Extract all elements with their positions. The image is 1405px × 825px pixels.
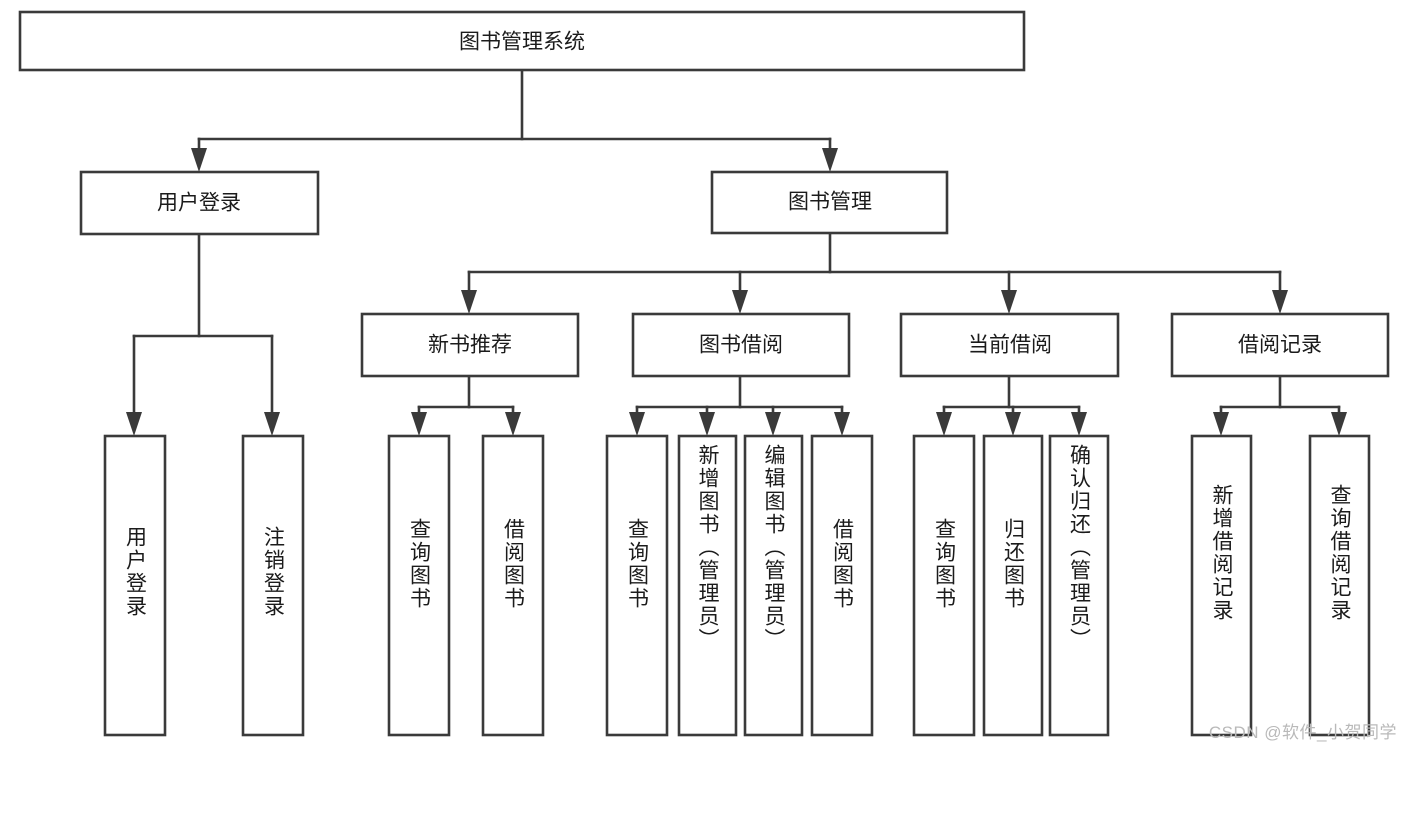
node-book-borrow-label: 图书借阅 — [699, 334, 783, 357]
csdn-watermark: CSDN @软件_小贺同学 — [1208, 723, 1397, 742]
node-current-borrow-label: 当前借阅 — [968, 334, 1052, 357]
leaf-add-book-admin-box[interactable] — [677, 434, 738, 737]
node-current-borrow[interactable]: 当前借阅 — [899, 312, 1120, 378]
arrow-root-to-book-management-icon — [822, 148, 838, 172]
node-user-login[interactable]: 用户登录 — [79, 170, 320, 236]
leaf-query-borrow-record-box[interactable] — [1308, 434, 1371, 737]
node-root[interactable]: 图书管理系统 — [18, 10, 1026, 72]
arrow-borrow-leaf4-icon — [834, 412, 850, 436]
leaf-boxes — [103, 434, 1371, 737]
arrow-borrow-leaf2-icon — [699, 412, 715, 436]
arrow-user-login-leaf2-icon — [264, 412, 280, 436]
arrow-root-to-user-login-icon — [191, 148, 207, 172]
arrow-current-leaf2-icon — [1005, 412, 1021, 436]
leaf-add-borrow-record-box[interactable] — [1190, 434, 1253, 737]
node-user-login-label: 用户登录 — [157, 192, 241, 215]
node-root-box[interactable] — [18, 10, 1026, 72]
arrow-bm-recommend-icon — [461, 290, 477, 314]
edge-group-book-management — [461, 231, 1288, 314]
arrow-recommend-leaf2-icon — [505, 412, 521, 436]
diagram-canvas: 图书管理系统 用户登录 图书管理 新书推荐 图书借阅 当前借阅 借阅记录 — [18, 10, 1397, 742]
edge-group-borrow — [629, 374, 850, 436]
leaf-query-book-recommend-box[interactable] — [387, 434, 451, 737]
arrow-user-login-leaf1-icon — [126, 412, 142, 436]
node-new-book-recommend[interactable]: 新书推荐 — [360, 312, 580, 378]
leaf-borrow-book-recommend-box[interactable] — [481, 434, 545, 737]
edge-group-current — [936, 374, 1087, 436]
arrow-recommend-leaf1-icon — [411, 412, 427, 436]
arrow-borrow-leaf1-icon — [629, 412, 645, 436]
node-borrow-records[interactable]: 借阅记录 — [1170, 312, 1390, 378]
arrow-current-leaf3-icon — [1071, 412, 1087, 436]
node-new-book-recommend-label: 新书推荐 — [428, 334, 512, 357]
node-user-login-box[interactable] — [79, 170, 320, 236]
node-borrow-records-box[interactable] — [1170, 312, 1390, 378]
node-current-borrow-box[interactable] — [899, 312, 1120, 378]
node-borrow-records-label: 借阅记录 — [1238, 334, 1322, 357]
leaf-borrow-book-box[interactable] — [810, 434, 874, 737]
arrow-records-leaf2-icon — [1331, 412, 1347, 436]
node-book-borrow-box[interactable] — [631, 312, 851, 378]
leaf-confirm-return-admin-box[interactable] — [1048, 434, 1110, 737]
edge-group-records — [1213, 374, 1347, 436]
node-book-management[interactable]: 图书管理 — [710, 170, 949, 235]
node-book-management-box[interactable] — [710, 170, 949, 235]
arrow-records-leaf1-icon — [1213, 412, 1229, 436]
arrow-bm-records-icon — [1272, 290, 1288, 314]
flowchart-svg: 图书管理系统 用户登录 图书管理 新书推荐 图书借阅 当前借阅 借阅记录 — [18, 10, 1390, 737]
edge-group-user-login — [126, 232, 280, 436]
arrow-borrow-leaf3-icon — [765, 412, 781, 436]
arrow-current-leaf1-icon — [936, 412, 952, 436]
node-book-management-label: 图书管理 — [788, 191, 872, 214]
leaf-query-book-current-box[interactable] — [912, 434, 976, 737]
leaf-user-login-box[interactable] — [103, 434, 167, 737]
node-book-borrow[interactable]: 图书借阅 — [631, 312, 851, 378]
leaf-edit-book-admin-box[interactable] — [743, 434, 804, 737]
arrow-bm-current-icon — [1001, 290, 1017, 314]
node-new-book-recommend-box[interactable] — [360, 312, 580, 378]
arrow-bm-borrow-icon — [732, 290, 748, 314]
leaf-return-book-box[interactable] — [982, 434, 1044, 737]
edge-group-root — [191, 68, 838, 172]
node-root-label: 图书管理系统 — [459, 31, 585, 54]
edge-group-recommend — [411, 374, 521, 436]
leaf-query-book-borrow-box[interactable] — [605, 434, 669, 737]
leaf-logout-box[interactable] — [241, 434, 305, 737]
